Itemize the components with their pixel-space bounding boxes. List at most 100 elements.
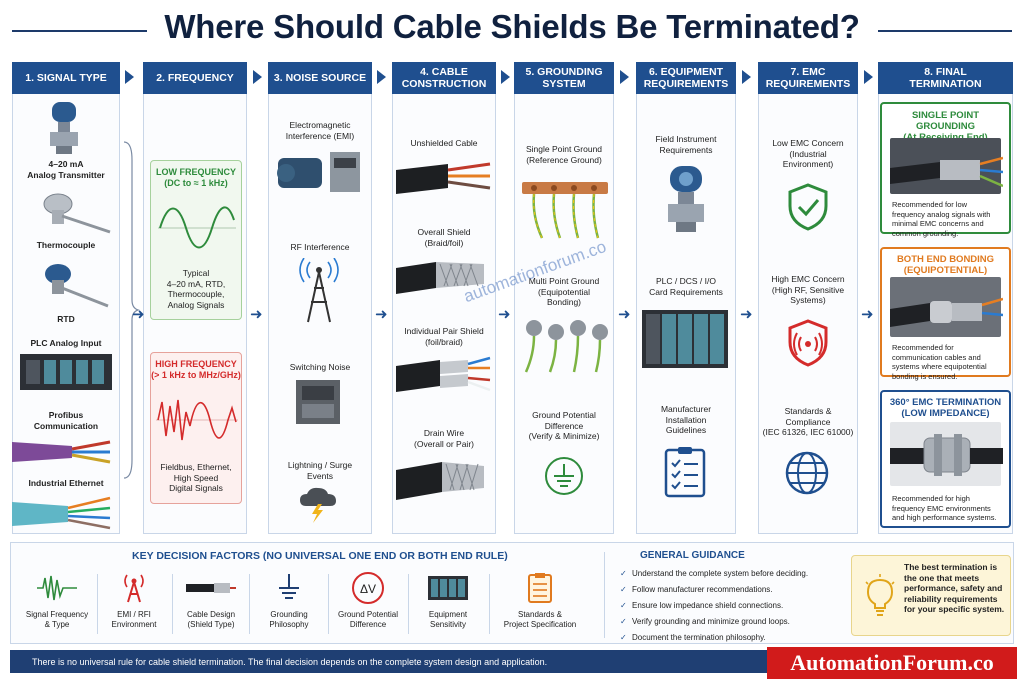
key-factor: EMI / RFI Environment — [97, 572, 171, 630]
cable-icon — [186, 583, 236, 593]
divider — [604, 552, 605, 638]
cable-construction-label: Overall Shield (Braid/foil) — [417, 227, 471, 248]
waveform-icon — [37, 575, 77, 601]
guidance-title: GENERAL GUIDANCE — [640, 550, 745, 561]
column-header: 2. FREQUENCY — [143, 62, 247, 94]
guidance-item: ✓ Understand the complete system before d… — [620, 569, 808, 578]
motor-drive-icon — [277, 152, 360, 192]
globe-icon — [785, 451, 829, 495]
pair-shield-cable-icon — [396, 356, 491, 392]
column-header: 3. NOISE SOURCE — [268, 62, 372, 94]
bottom-panel — [10, 542, 1014, 644]
termination-photo — [890, 422, 1003, 486]
drain-wire-cable-icon — [396, 462, 484, 500]
equipment-requirements-label: Field Instrument Requirements — [655, 134, 717, 155]
key-factor-label: EMI / RFI Environment — [111, 610, 157, 629]
arrow-icon: ➜ — [740, 306, 753, 323]
antenna-icon — [124, 574, 144, 603]
bracket-icon — [123, 141, 140, 479]
cable-gland-icon — [890, 156, 1004, 188]
signal-type-label: PLC Analog Input — [30, 338, 102, 348]
key-factor-label: Grounding Philosophy — [269, 610, 309, 629]
guidance-text: Understand the complete system before de… — [632, 569, 809, 578]
transmitter-icon — [50, 102, 78, 154]
low-frequency-description: Typical 4–20 mA, RTD, Thermocouple, Anal… — [166, 268, 226, 310]
rtd-icon — [45, 264, 109, 308]
multi-point-ground-icon — [524, 320, 608, 373]
io-rack-icon — [428, 576, 468, 600]
brand-logo: AutomationForum.co — [767, 647, 1017, 679]
key-factor-label: Signal Frequency & Type — [25, 610, 89, 629]
emc-requirements-label: High EMC Concern (High RF, Sensitive Sys… — [771, 274, 845, 305]
arrow-icon: ➜ — [250, 306, 263, 323]
termination-note: Recommended for high frequency EMC envir… — [892, 494, 997, 522]
guidance-text: Document the termination philosophy. — [632, 633, 766, 642]
check-icon: ✓ — [620, 569, 627, 578]
ground-busbar-icon — [522, 182, 608, 239]
key-factor-label: Standards & Project Specification — [503, 610, 577, 629]
emc-termination-card: 360° EMC TERMINATION (LOW IMPEDANCE) Rec… — [880, 390, 1011, 528]
grounding-system-label: Ground Potential Difference (Verify & Mi… — [528, 410, 600, 441]
arrow-icon — [501, 70, 510, 84]
title-rule-right — [878, 30, 1012, 32]
best-termination-callout: The best termination is the one that mee… — [851, 555, 1011, 636]
profibus-cable-icon — [12, 440, 111, 464]
rf-tower-icon — [299, 258, 339, 323]
key-factor-label: Ground Potential Difference — [337, 610, 399, 629]
column-header: 8. FINAL TERMINATION — [878, 62, 1013, 94]
signal-type-label: Thermocouple — [36, 240, 96, 250]
guidance-item: ✓Verify grounding and minimize ground lo… — [620, 617, 790, 626]
emc-gland-icon — [890, 434, 1003, 476]
footer-banner: There is no universal rule for cable shi… — [10, 650, 770, 673]
shield-check-icon — [788, 183, 828, 231]
signal-type-label: RTD — [57, 314, 75, 324]
callout-text: The best termination is the one that mee… — [904, 562, 1005, 614]
noise-source-label: Switching Noise — [289, 362, 351, 372]
arrow-icon — [742, 70, 751, 84]
check-icon: ✓ — [620, 617, 627, 626]
lightning-icon — [300, 487, 336, 523]
column-cable-construction: 4. CABLE CONSTRUCTION — [392, 62, 496, 534]
column-noise-source: 3. NOISE SOURCE — [268, 62, 372, 534]
divider — [489, 574, 490, 634]
column-header: 1. SIGNAL TYPE — [12, 62, 120, 94]
cable-construction-label: Individual Pair Shield (foil/braid) — [404, 326, 484, 347]
check-icon: ✓ — [620, 585, 627, 594]
termination-title: BOTH END BONDING (EQUIPOTENTIAL) — [896, 254, 995, 276]
page-title: Where Should Cable Shields Be Terminated… — [164, 8, 860, 45]
guidance-text: Ensure low impedance shield connections. — [632, 601, 784, 610]
ethernet-cable-icon — [12, 496, 111, 530]
low-frequency-title: LOW FREQUENCY (DC to ≈ 1 kHz) — [156, 167, 236, 188]
column-header: 4. CABLE CONSTRUCTION — [392, 62, 496, 94]
arrow-icon — [620, 70, 629, 84]
key-factor: ΔV Ground Potential Difference — [331, 572, 405, 630]
field-instrument-icon — [668, 166, 704, 232]
cable-construction-label: Drain Wire (Overall or Pair) — [414, 428, 474, 449]
guidance-text: Follow manufacturer recommendations. — [632, 585, 773, 594]
arrow-icon: ➜ — [375, 306, 388, 323]
ground-icon — [279, 574, 299, 599]
signal-type-label: Industrial Ethernet — [28, 478, 104, 488]
divider — [172, 574, 173, 634]
checklist-icon — [664, 447, 706, 498]
switching-drive-icon — [296, 380, 340, 424]
high-frequency-description: Fieldbus, Ethernet, High Speed Digital S… — [160, 462, 232, 493]
termination-photo — [890, 277, 1004, 337]
noise-source-label: Lightning / Surge Events — [287, 460, 353, 481]
column-grounding-system: 5. GROUNDING SYSTEM — [514, 62, 614, 534]
column-header: 6. EQUIPMENT REQUIREMENTS — [636, 62, 736, 94]
divider — [408, 574, 409, 634]
equipment-requirements-label: PLC / DCS / I/O Card Requirements — [649, 276, 723, 297]
lightbulb-icon — [865, 574, 895, 616]
key-factor: Cable Design (Shield Type) — [174, 572, 248, 630]
arrow-icon: ➜ — [498, 306, 511, 323]
grounding-system-label: Single Point Ground (Reference Ground) — [525, 144, 603, 165]
key-factor: Grounding Philosophy — [252, 572, 326, 630]
termination-title: 360° EMC TERMINATION (LOW IMPEDANCE) — [889, 397, 1002, 419]
divider — [328, 574, 329, 634]
arrow-icon: ➜ — [861, 306, 874, 323]
column-emc-requirements: 7. EMC REQUIREMENTS — [758, 62, 858, 534]
check-icon: ✓ — [620, 633, 627, 642]
dcs-rack-icon — [642, 310, 728, 368]
plc-icon — [20, 354, 112, 390]
